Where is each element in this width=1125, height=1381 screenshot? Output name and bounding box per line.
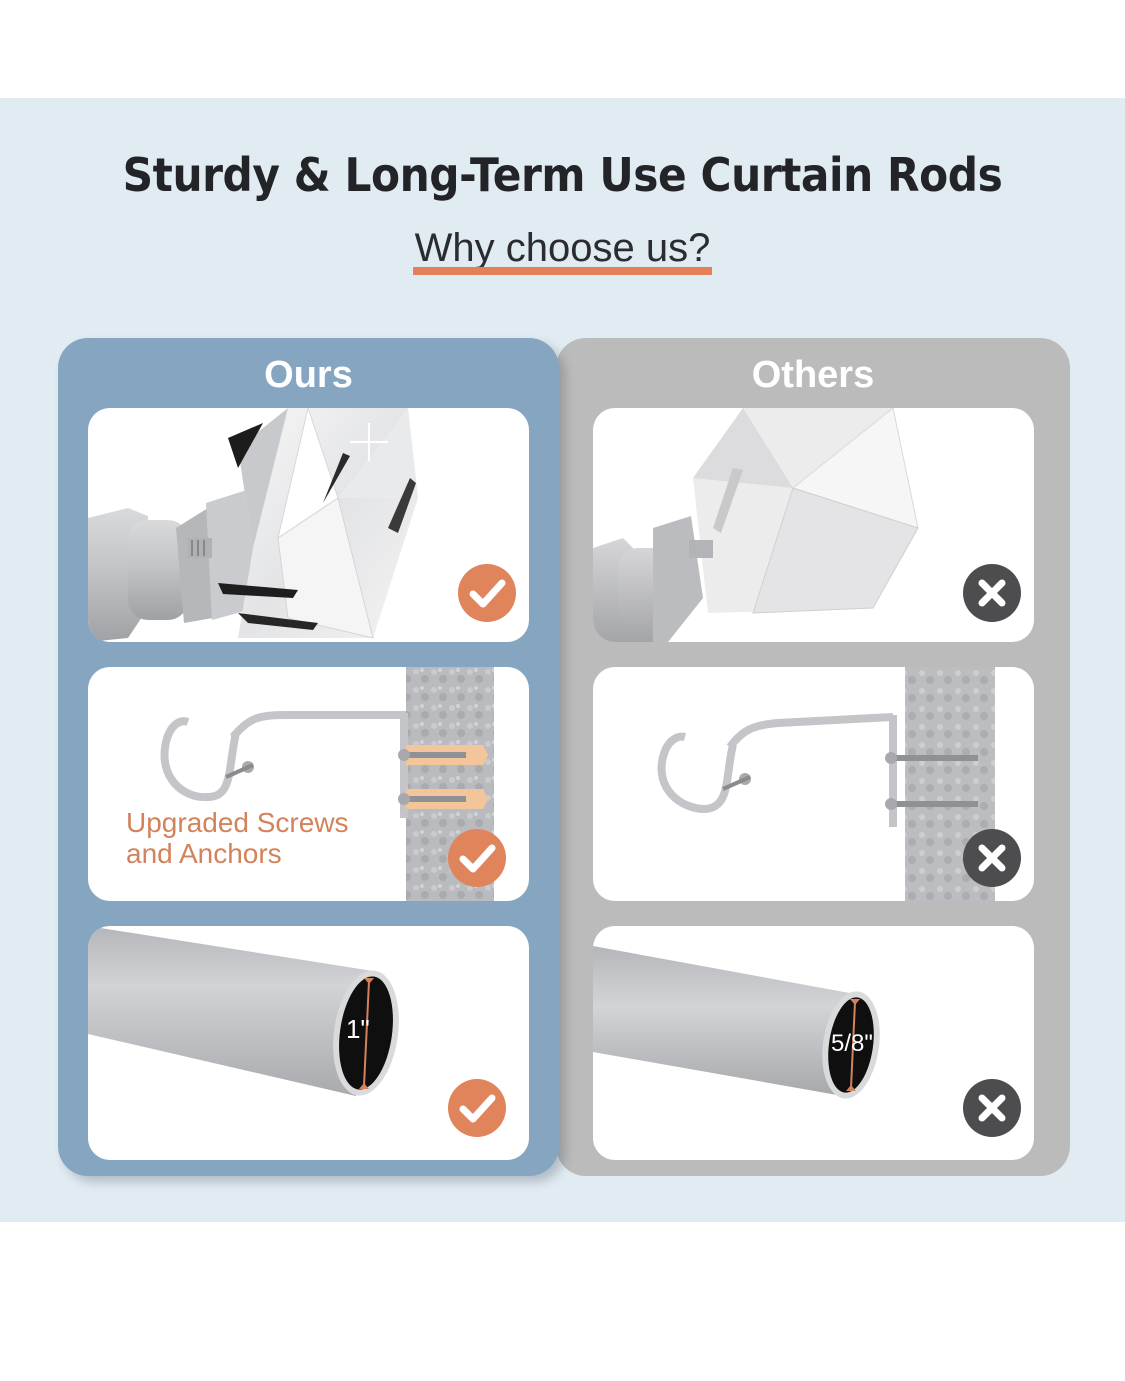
check-icon bbox=[458, 564, 516, 622]
rod-image bbox=[593, 946, 880, 1099]
ours-rod-size: 1" bbox=[346, 1014, 370, 1044]
rod-image bbox=[88, 926, 399, 1096]
subtitle: Why choose us? bbox=[412, 226, 713, 275]
others-rod-card: 5/8" bbox=[593, 926, 1034, 1160]
bracket-image bbox=[657, 667, 995, 901]
check-icon bbox=[448, 1079, 506, 1137]
finial-image bbox=[593, 408, 919, 642]
cross-icon bbox=[963, 1079, 1021, 1137]
cross-icon bbox=[963, 564, 1021, 622]
page-title: Sturdy & Long-Term Use Curtain Rods bbox=[122, 148, 1003, 202]
subtitle-text: Why choose us? bbox=[414, 226, 711, 270]
ours-finial-card bbox=[88, 408, 529, 642]
finial-image bbox=[88, 408, 418, 642]
others-heading: Others bbox=[751, 354, 875, 396]
others-rod-size: 5/8" bbox=[831, 1030, 873, 1057]
ours-heading: Ours bbox=[264, 354, 353, 396]
ours-bracket-caption: Upgraded Screws and Anchors bbox=[126, 807, 349, 869]
others-bracket-card bbox=[593, 667, 1034, 901]
subtitle-underline bbox=[412, 267, 713, 275]
others-finial-card bbox=[593, 408, 1034, 642]
ours-bracket-card: Upgraded Screws and Anchors bbox=[88, 667, 529, 901]
cross-icon bbox=[963, 829, 1021, 887]
check-icon bbox=[448, 829, 506, 887]
subtitle-wrapper: Why choose us? bbox=[0, 226, 1125, 275]
